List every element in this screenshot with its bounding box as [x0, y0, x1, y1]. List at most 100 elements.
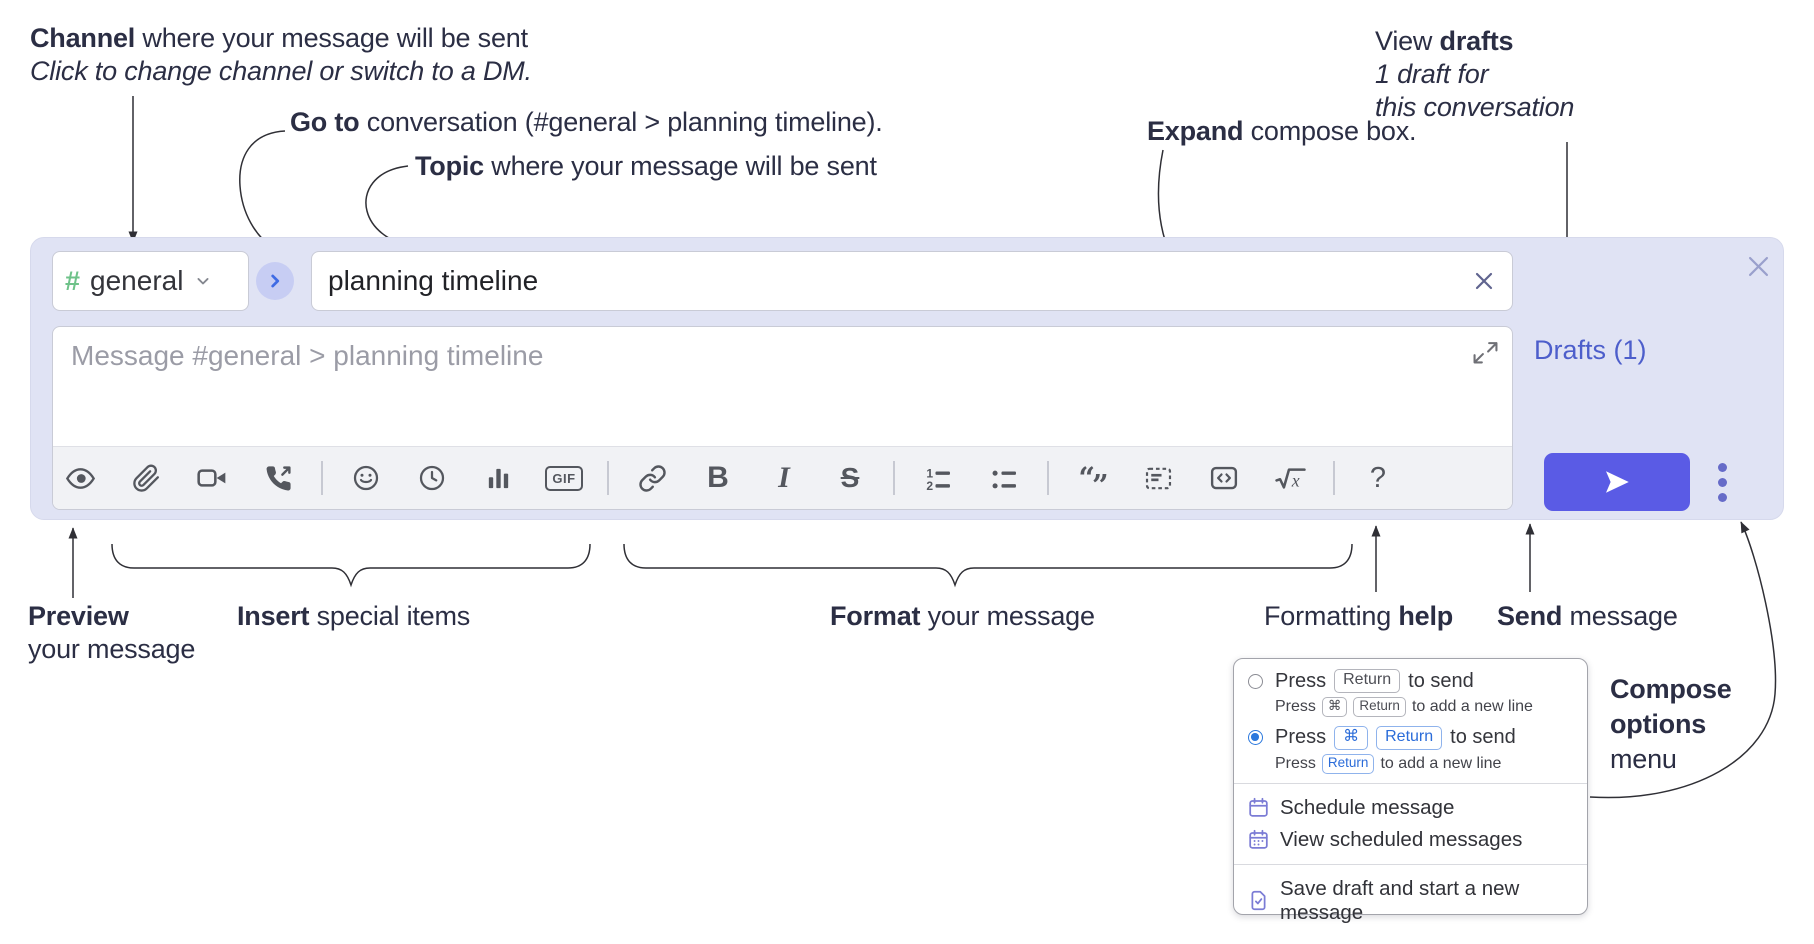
gif-icon: GIF — [545, 465, 583, 491]
option2-press: Press — [1275, 726, 1327, 749]
annotation-compose-options-bold1: Compose — [1610, 674, 1732, 704]
math-button[interactable]: x — [1267, 455, 1313, 501]
toolbar-divider — [321, 461, 323, 495]
annotation-insert-rest: special items — [309, 601, 471, 631]
emoji-button[interactable] — [343, 455, 389, 501]
video-camera-icon — [197, 469, 226, 487]
quote-button[interactable]: “” — [1069, 455, 1115, 502]
close-compose-icon[interactable] — [1745, 253, 1772, 280]
time-button[interactable] — [409, 455, 455, 501]
italic-icon: I — [778, 461, 790, 494]
bulleted-list-button[interactable] — [981, 455, 1027, 501]
message-textarea[interactable]: Message #general > planning timeline — [53, 327, 1512, 446]
question-mark-icon: ? — [1369, 461, 1387, 494]
annotation-compose-options-line3: menu — [1610, 744, 1677, 774]
strikethrough-button[interactable]: S — [827, 455, 873, 501]
quote-icon: “” — [1078, 461, 1108, 502]
dot — [1718, 463, 1727, 472]
option1-press: Press — [1275, 669, 1327, 692]
bold-button[interactable]: B — [695, 455, 741, 501]
numbered-list-button[interactable]: 1 2 — [915, 455, 961, 501]
option2-after: to send — [1450, 726, 1516, 749]
italic-button[interactable]: I — [761, 455, 807, 501]
link-button[interactable] — [629, 455, 675, 501]
kbd-return: Return — [1353, 697, 1406, 717]
menu-item-save-draft[interactable]: Save draft and start a new message — [1248, 873, 1573, 929]
send-button[interactable] — [1544, 453, 1690, 511]
svg-text:2: 2 — [926, 478, 933, 492]
document-check-icon — [1251, 891, 1266, 911]
spoiler-button[interactable] — [1135, 455, 1181, 501]
preview-button[interactable] — [57, 455, 103, 501]
annotation-help-pre: Formatting — [1264, 601, 1399, 631]
annotation-goto-bold: Go to — [290, 107, 360, 137]
annotation-insert: Insert special items — [237, 600, 470, 633]
compose-box: # general planning timeline Message #gen… — [30, 237, 1784, 520]
annotation-view-drafts: View drafts 1 draft for this conversatio… — [1375, 25, 1574, 124]
radio-unselected-icon[interactable] — [1248, 673, 1263, 689]
annotation-compose-options: Compose options menu — [1610, 672, 1732, 777]
annotation-preview-line2: your message — [28, 634, 196, 664]
code-icon — [1210, 466, 1238, 490]
eye-icon — [65, 467, 95, 489]
clear-topic-icon[interactable] — [1472, 269, 1496, 293]
annotation-insert-bold: Insert — [237, 601, 310, 631]
annotation-drafts-line3: this conversation — [1375, 92, 1575, 122]
annotation-preview: Preview your message — [28, 600, 195, 666]
annotation-channel-rest: where your message will be sent — [135, 23, 528, 53]
dot — [1718, 478, 1727, 487]
poll-button[interactable] — [475, 455, 521, 501]
kbd-return: Return — [1321, 753, 1375, 774]
bold-icon: B — [707, 461, 729, 494]
drafts-link[interactable]: Drafts (1) — [1534, 335, 1647, 365]
svg-text:x: x — [1290, 470, 1299, 490]
topic-input[interactable]: planning timeline — [311, 251, 1513, 311]
compose-options-menu-button[interactable] — [1718, 463, 1727, 502]
attach-file-button[interactable] — [123, 455, 169, 501]
menu-divider — [1234, 863, 1587, 865]
gif-button[interactable]: GIF — [541, 455, 587, 501]
formatting-help-button[interactable]: ? — [1355, 455, 1401, 501]
radio-selected-icon[interactable] — [1248, 730, 1263, 746]
message-placeholder: Message #general > planning timeline — [71, 340, 544, 371]
annotation-compose-options-bold2: options — [1610, 709, 1707, 739]
annotation-expand-bold: Expand — [1147, 116, 1244, 146]
annotation-preview-bold: Preview — [28, 601, 129, 631]
channel-name: general — [90, 265, 184, 296]
annotation-send-bold: Send — [1497, 601, 1563, 631]
annotation-drafts-line2: 1 draft for — [1375, 59, 1489, 89]
annotation-format-rest: your message — [920, 601, 1095, 631]
annotation-expand-rest: compose box. — [1243, 116, 1417, 146]
channel-selector[interactable]: # general — [52, 251, 249, 311]
phone-outgoing-icon — [266, 465, 291, 490]
topic-value: planning timeline — [328, 265, 539, 296]
toolbar-divider — [1047, 461, 1049, 495]
svg-text:1: 1 — [926, 466, 933, 480]
compose-toolbar: GIF B I S — [53, 446, 1512, 509]
calendar-grid-icon — [1249, 830, 1268, 849]
paperclip-icon — [132, 464, 159, 492]
annotation-goto-rest: conversation (#general > planning timeli… — [359, 107, 883, 137]
annotation-goto: Go to conversation (#general > planning … — [290, 106, 883, 139]
audio-call-button[interactable] — [255, 455, 301, 501]
send-plane-icon — [1606, 471, 1629, 493]
clock-icon — [419, 465, 445, 491]
kbd-return: Return — [1376, 725, 1443, 750]
compose-options-popup: Press Return to send Press ⌘ Return to a… — [1233, 658, 1588, 924]
option1-subtext: Press ⌘ Return to add a new line — [1275, 697, 1533, 717]
bulleted-list-icon — [992, 470, 1016, 488]
numbered-list-icon: 1 2 — [926, 466, 950, 492]
expand-compose-icon[interactable] — [1473, 340, 1498, 365]
menu-item-view-scheduled[interactable]: View scheduled messages — [1248, 824, 1573, 856]
code-button[interactable] — [1201, 455, 1247, 501]
menu-item-schedule-message[interactable]: Schedule message — [1248, 792, 1573, 824]
message-box: Message #general > planning timeline — [52, 326, 1513, 510]
video-call-button[interactable] — [189, 455, 235, 501]
toolbar-divider — [1333, 461, 1335, 495]
go-to-conversation-button[interactable] — [256, 262, 294, 300]
option-return-to-send[interactable]: Press Return to send — [1248, 669, 1573, 693]
toolbar-divider — [893, 461, 895, 495]
option-cmd-return-to-send[interactable]: Press ⌘ Return to send — [1248, 725, 1573, 750]
annotation-topic: Topic where your message will be sent — [415, 150, 877, 183]
